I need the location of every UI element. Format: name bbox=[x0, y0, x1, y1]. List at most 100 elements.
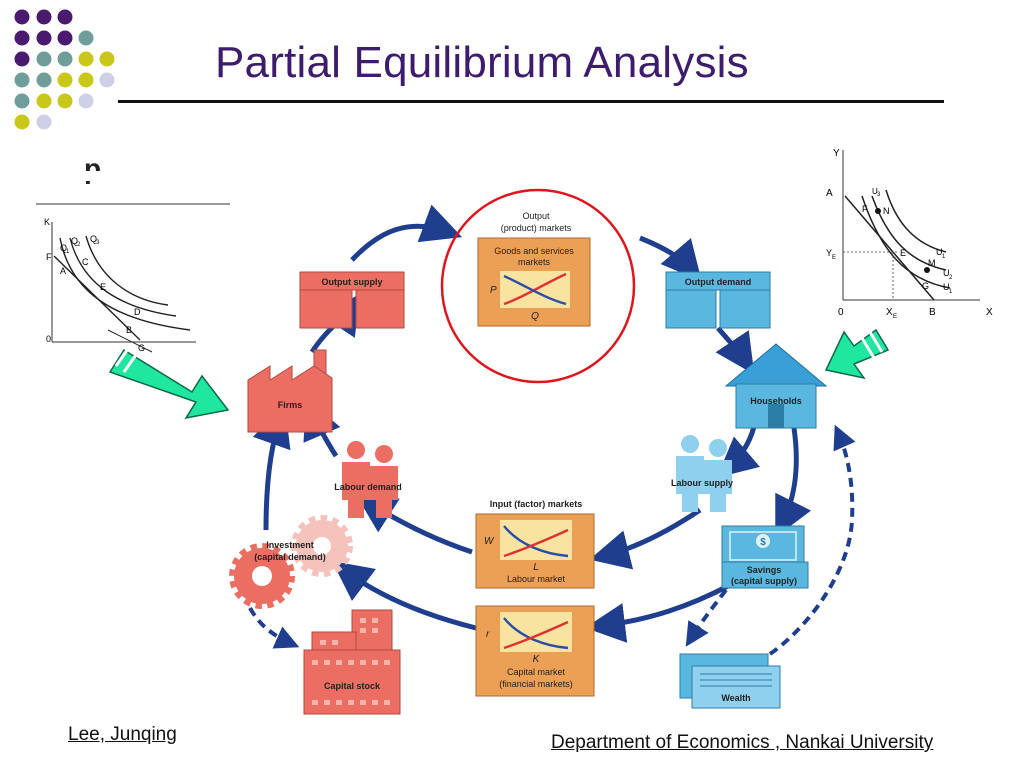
author-footer: Lee, Junqing bbox=[68, 724, 177, 745]
right-graph-label-x: X bbox=[986, 307, 993, 318]
households-label: Households bbox=[750, 396, 802, 406]
right-graph-label-u3-top: U bbox=[872, 187, 878, 196]
left-graph-label-origin: 0 bbox=[46, 334, 51, 344]
savings-label-2: (capital supply) bbox=[731, 576, 797, 586]
capital-demand-curve bbox=[503, 617, 569, 650]
arrow-investment-to-capital-stock bbox=[248, 607, 300, 649]
point-n bbox=[875, 208, 881, 214]
arrow-households-to-savings bbox=[775, 427, 812, 538]
svg-text:E: E bbox=[893, 314, 897, 320]
arrow-capital-market-to-investment bbox=[331, 561, 477, 631]
svg-text:3: 3 bbox=[877, 192, 881, 198]
output-market-highlight-circle bbox=[440, 188, 636, 384]
arrow-output-market-to-demand bbox=[639, 235, 702, 282]
labour-market-w-label: W bbox=[484, 536, 495, 547]
firms-label: Firms bbox=[278, 400, 303, 410]
left-green-pointer-arrow bbox=[108, 345, 230, 420]
svg-text:2: 2 bbox=[949, 275, 953, 281]
arrow-labour-supply-to-labour-market bbox=[589, 507, 702, 570]
wealth-label: Wealth bbox=[721, 693, 750, 703]
left-graph-label-c: C bbox=[82, 257, 89, 267]
output-supply-icon: Output supply bbox=[299, 271, 405, 329]
svg-text:1: 1 bbox=[949, 289, 953, 295]
point-m bbox=[924, 267, 930, 273]
lavender-dots bbox=[36, 72, 115, 130]
left-isoquant-graph: p K Q 1 Q 2 Q 3 F A C E D B 0 G bbox=[36, 153, 232, 357]
labour-demand-label: Labour demand bbox=[334, 482, 402, 492]
output-supply-label: Output supply bbox=[322, 277, 383, 287]
output-demand-curve bbox=[503, 274, 567, 306]
right-graph-label-n: N bbox=[883, 206, 890, 216]
arrow-wealth-to-households bbox=[768, 424, 856, 656]
firms-factory-icon: Firms bbox=[247, 349, 333, 433]
capital-supply-curve bbox=[503, 620, 569, 650]
investment-label-2: (capital demand) bbox=[254, 552, 326, 562]
left-graph-label-a: A bbox=[60, 266, 66, 276]
arrow-investment-to-firms bbox=[252, 405, 291, 531]
left-graph-label-d: D bbox=[134, 307, 141, 317]
left-graph-label-k: K bbox=[44, 217, 50, 227]
right-graph-label-u1: U bbox=[943, 282, 950, 292]
right-graph-label-origin: 0 bbox=[838, 307, 844, 318]
indifference-curve-u1 bbox=[861, 195, 951, 289]
purple-dots bbox=[14, 9, 73, 67]
output-market-q-label: Q bbox=[531, 311, 539, 322]
right-graph-label-m: M bbox=[928, 258, 936, 268]
svg-text:1: 1 bbox=[66, 249, 70, 255]
households-house-icon: Households bbox=[724, 343, 828, 429]
capital-stock-label: Capital stock bbox=[324, 681, 381, 691]
right-graph-label-g: G bbox=[922, 281, 929, 291]
savings-dollar-sign: $ bbox=[760, 537, 766, 548]
capital-market-label-2: (financial markets) bbox=[499, 679, 573, 689]
investment-label-1: Investment bbox=[266, 540, 314, 550]
labour-supply-label: Labour supply bbox=[671, 478, 733, 488]
output-market-p-label: P bbox=[490, 285, 497, 296]
labour-supply-icon: Labour supply bbox=[671, 435, 733, 512]
budget-line bbox=[844, 195, 935, 301]
right-graph-label-xe: X bbox=[886, 307, 893, 318]
output-demand-icon: Output demand bbox=[665, 271, 771, 329]
goods-services-label-2: markets bbox=[518, 257, 551, 267]
lime-dots bbox=[14, 51, 115, 130]
svg-text:1: 1 bbox=[942, 254, 946, 260]
svg-text:E: E bbox=[832, 255, 836, 261]
left-graph-label-g: G bbox=[138, 343, 145, 353]
right-graph-label-ye: Y bbox=[826, 248, 832, 258]
investment-gears-icon: Investment (capital demand) bbox=[229, 515, 353, 609]
left-graph-label-f: F bbox=[46, 252, 52, 262]
goods-services-label-1: Goods and services bbox=[494, 246, 574, 256]
left-graph-label-e: E bbox=[100, 282, 106, 292]
arrow-supply-to-output-market bbox=[350, 204, 463, 262]
labour-demand-curve bbox=[503, 525, 569, 558]
arrow-demand-to-households bbox=[715, 326, 755, 375]
capital-market-k-label: K bbox=[533, 654, 541, 665]
capital-market-r-label: r bbox=[486, 629, 490, 640]
right-graph-label-b: B bbox=[929, 307, 936, 318]
right-indifference-graph: Y A U 3 F N Y E E U 1 M U 2 G U 1 0 X E … bbox=[820, 142, 1002, 324]
left-graph-label-b: B bbox=[126, 325, 132, 335]
input-markets-title: Input (factor) markets bbox=[490, 499, 583, 509]
indifference-curve-u3 bbox=[885, 189, 947, 253]
labour-supply-curve bbox=[503, 528, 569, 558]
right-graph-label-u2: U bbox=[943, 268, 950, 278]
right-graph-label-e: E bbox=[900, 248, 906, 258]
department-footer: Department of Economics , Nankai Univers… bbox=[551, 732, 934, 753]
left-graph-label-q2: Q bbox=[71, 236, 78, 246]
wealth-banknotes-icon: Wealth bbox=[679, 653, 781, 709]
labour-market-l-label: L bbox=[533, 562, 539, 573]
right-graph-label-a: A bbox=[826, 188, 833, 199]
left-graph-label-q3: Q bbox=[90, 234, 97, 244]
isoquant-q2 bbox=[69, 237, 177, 317]
right-graph-label-f: F bbox=[862, 204, 868, 214]
capital-market-label-1: Capital market bbox=[507, 667, 566, 677]
arrow-savings-to-wealth bbox=[685, 588, 728, 647]
decorative-dot-grid bbox=[14, 9, 115, 130]
output-demand-label: Output demand bbox=[685, 277, 752, 287]
labour-demand-icon: Labour demand bbox=[334, 441, 402, 518]
slide-title: Partial Equilibrium Analysis bbox=[215, 38, 749, 87]
capital-market: r K Capital market (financial markets) bbox=[475, 605, 595, 697]
output-market-title: Output bbox=[522, 211, 550, 221]
capital-stock-icon: Capital stock bbox=[303, 609, 401, 715]
isocost-line bbox=[53, 255, 141, 341]
